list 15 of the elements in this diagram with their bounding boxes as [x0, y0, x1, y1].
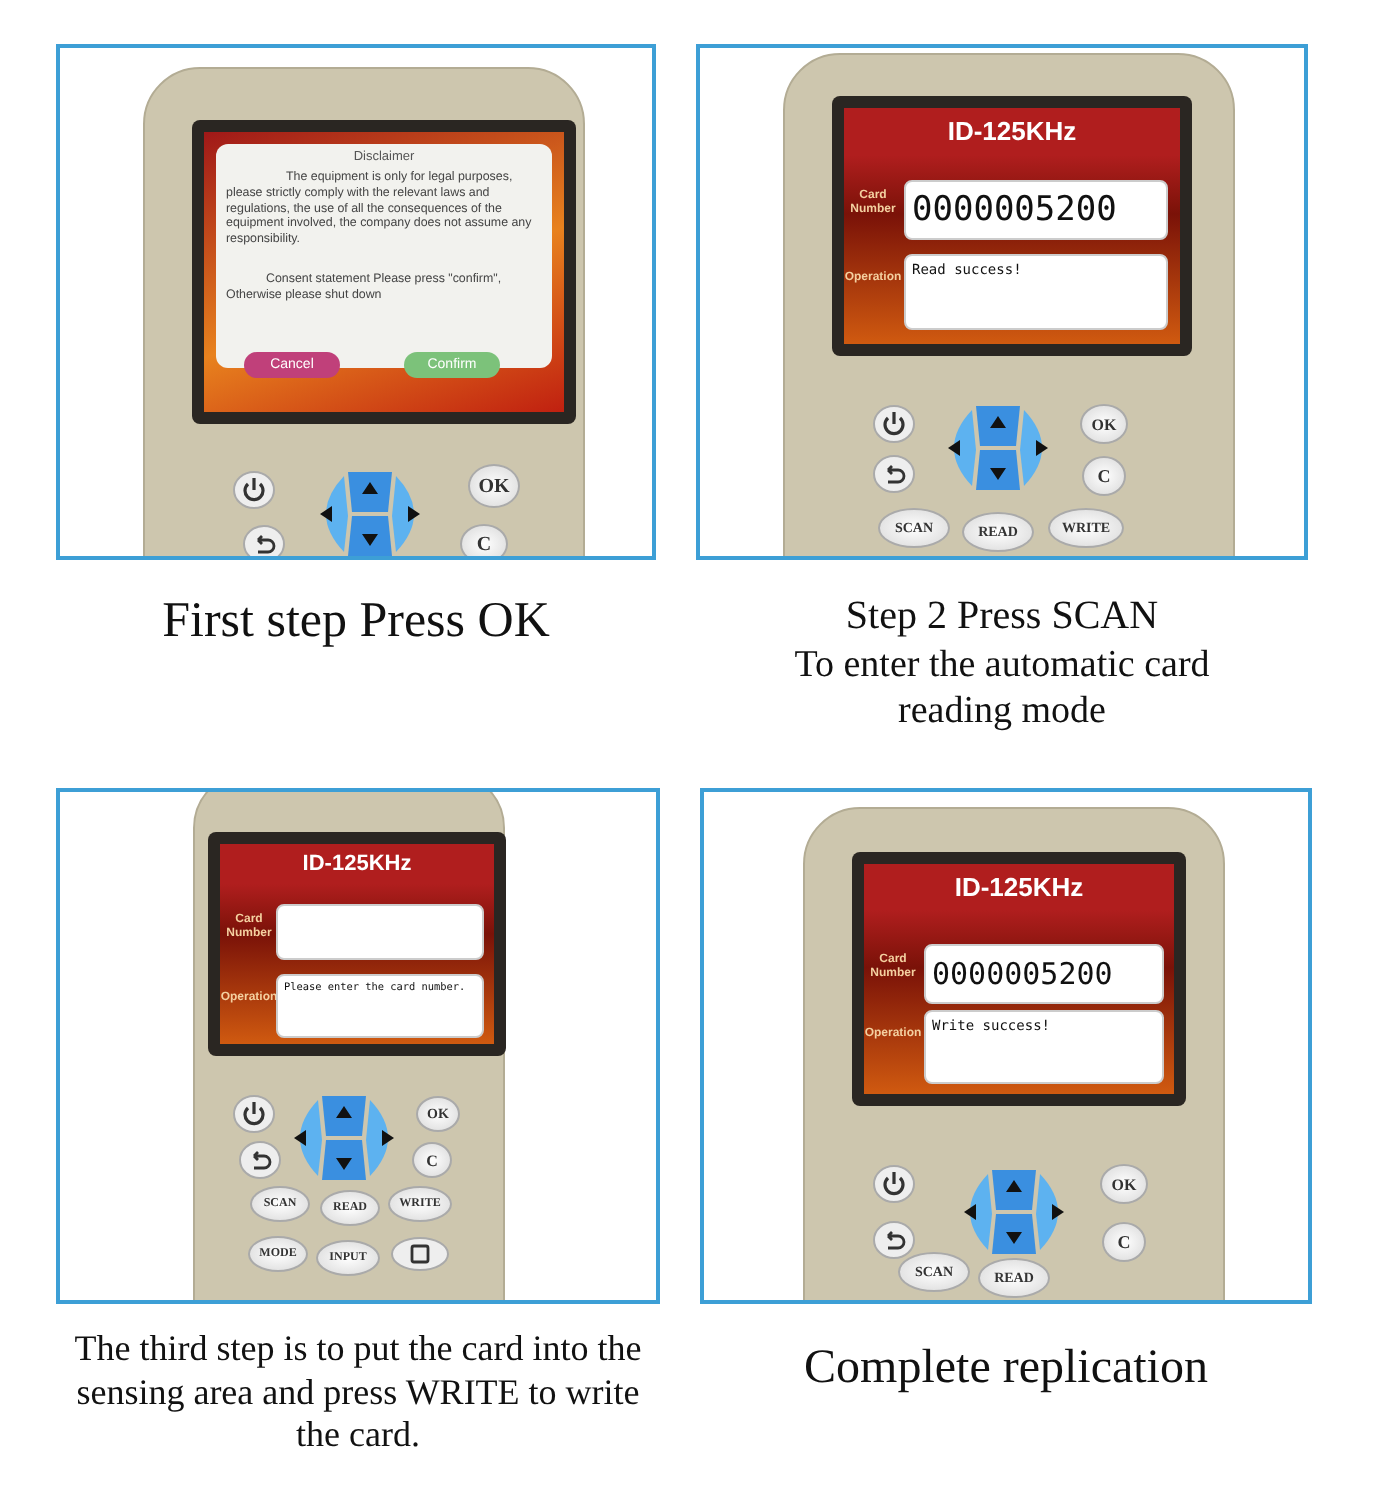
step-caption: First step Press OK	[160, 592, 552, 652]
screen-title: ID-125KHz	[945, 116, 1079, 150]
device-screen	[204, 132, 564, 412]
display-field: 0000005200	[924, 944, 1164, 1004]
step-caption: Complete replication	[802, 1340, 1210, 1398]
device-screen	[844, 108, 1180, 344]
step-caption: The third step is to put the card into the sensing area and press WRITE to write the card.	[72, 1328, 644, 1458]
screen-title: ID-125KHz	[952, 872, 1086, 906]
display-field	[276, 904, 484, 960]
device-screen	[864, 864, 1174, 1094]
caption-note: To enter the automatic card reading mode	[792, 644, 1212, 736]
step-caption: Step 2 Press SCAN	[843, 592, 1161, 640]
display-field: 0000005200	[904, 180, 1168, 240]
device-screen	[220, 844, 494, 1044]
screen-title: ID-125KHz	[300, 852, 414, 880]
